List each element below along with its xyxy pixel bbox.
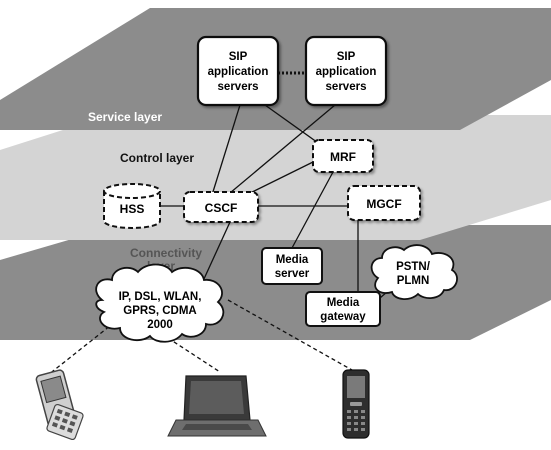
- svg-text:Media: Media: [327, 297, 360, 309]
- svg-text:IP, DSL, WLAN,: IP, DSL, WLAN,: [119, 291, 202, 303]
- svg-text:servers: servers: [326, 81, 367, 93]
- control-layer-plane: [0, 115, 551, 240]
- mrf-node: MRF: [312, 139, 374, 173]
- pstn-plmn-cloud: PSTN/ PLMN: [370, 244, 458, 300]
- svg-text:servers: servers: [218, 81, 259, 93]
- svg-text:MGCF: MGCF: [366, 197, 401, 211]
- access-network-cloud: IP, DSL, WLAN, GPRS, CDMA 2000: [95, 263, 225, 343]
- control-layer-label: Control layer: [120, 151, 194, 165]
- svg-text:application: application: [208, 66, 269, 78]
- laptop-icon: [167, 375, 267, 437]
- mgcf-node: MGCF: [347, 185, 421, 221]
- svg-text:HSS: HSS: [120, 202, 145, 216]
- sip-server-1: SIP application servers: [196, 35, 280, 107]
- pda-phone-icon: [35, 369, 84, 441]
- link-mrf-media-server: [291, 171, 334, 249]
- mobile-phone-icon: [342, 369, 370, 439]
- link-sip1-cscf: [211, 104, 241, 196]
- svg-text:PSTN/: PSTN/: [396, 261, 431, 273]
- svg-text:2000: 2000: [147, 319, 173, 331]
- link-access-laptop: [167, 337, 221, 373]
- hss-database: HSS: [103, 183, 161, 229]
- connectivity-layer-label-line1: Connectivity: [130, 246, 202, 260]
- svg-text:SIP: SIP: [229, 51, 248, 63]
- link-sip2-cscf: [229, 104, 336, 194]
- svg-text:application: application: [316, 66, 377, 78]
- svg-text:CSCF: CSCF: [205, 201, 238, 215]
- media-server-node: Media server: [261, 247, 323, 285]
- svg-text:server: server: [275, 268, 310, 280]
- sip-server-2: SIP application servers: [304, 35, 388, 107]
- svg-text:MRF: MRF: [330, 150, 356, 164]
- svg-text:PLMN: PLMN: [397, 275, 430, 287]
- link-access-phone: [227, 299, 353, 371]
- media-gateway-node: Media gateway: [305, 291, 381, 327]
- svg-text:gateway: gateway: [320, 311, 366, 323]
- svg-text:SIP: SIP: [337, 51, 356, 63]
- svg-text:Media: Media: [276, 254, 309, 266]
- link-cscf-mrf: [239, 161, 314, 199]
- service-layer-label: Service layer: [88, 110, 162, 124]
- svg-text:GPRS, CDMA: GPRS, CDMA: [123, 305, 196, 317]
- cscf-node: CSCF: [183, 191, 259, 223]
